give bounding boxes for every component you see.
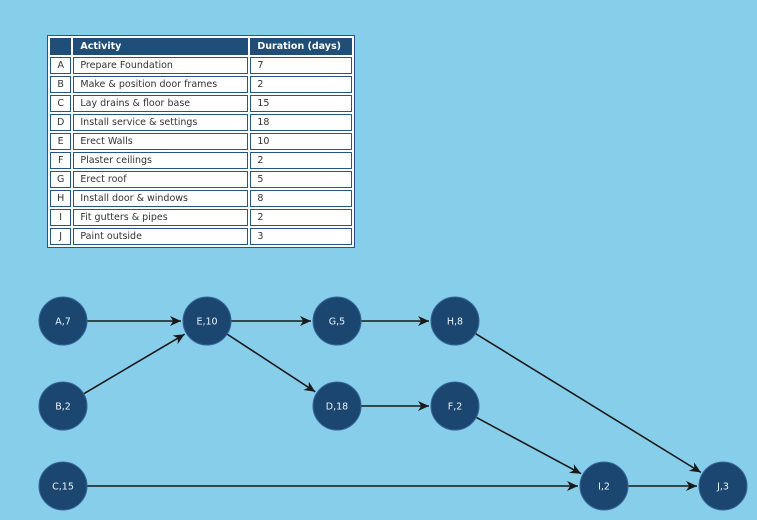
header-row: Activity Duration (days) (50, 38, 353, 55)
row-id: H (50, 190, 72, 207)
node-label-F: F,2 (448, 401, 463, 412)
row-activity: Install service & settings (73, 114, 249, 131)
node-circle-J (698, 461, 748, 511)
row-id: F (50, 152, 72, 169)
node-label-G: G,5 (329, 316, 345, 327)
node-circle-C (38, 461, 88, 511)
header-duration: Duration (days) (250, 38, 353, 55)
node-circle-E (182, 296, 232, 346)
row-duration: 3 (250, 228, 353, 245)
node-circle-F (430, 381, 480, 431)
row-activity: Lay drains & floor base (73, 95, 249, 112)
node-label-B: B,2 (55, 401, 71, 412)
row-duration: 2 (250, 76, 353, 93)
node-label-A: A,7 (55, 316, 71, 327)
network-edge-B-E (83, 333, 186, 395)
row-duration: 8 (250, 190, 353, 207)
nodes-layer: A,7B,2C,15 E,10 G,5 H,8D,18 F,2I,2 J,3 (38, 296, 748, 511)
node-label-J: J,3 (716, 481, 729, 492)
row-activity: Make & position door frames (73, 76, 249, 93)
network-edge-F-I (475, 416, 582, 475)
row-activity: Erect Walls (73, 133, 249, 150)
node-circle-G (312, 296, 362, 346)
row-duration: 5 (250, 171, 353, 188)
row-activity: Fit gutters & pipes (73, 209, 249, 226)
network-edge-E-D (226, 333, 316, 393)
node-label-C: C,15 (52, 481, 74, 492)
row-duration: 18 (250, 114, 353, 131)
row-id: G (50, 171, 72, 188)
row-id: D (50, 114, 72, 131)
header-activity: Activity (73, 38, 249, 55)
row-activity: Plaster ceilings (73, 152, 249, 169)
row-duration: 2 (250, 209, 353, 226)
network-node-B: B,2 (38, 381, 88, 431)
node-circle-B (38, 381, 88, 431)
node-circle-A (38, 296, 88, 346)
row-id: E (50, 133, 72, 150)
row-duration: 2 (250, 152, 353, 169)
network-edge-H-J (475, 332, 702, 474)
row-activity: Erect roof (73, 171, 249, 188)
node-label-E: E,10 (196, 316, 217, 327)
node-label-D: D,18 (326, 401, 348, 412)
node-circle-D (312, 381, 362, 431)
node-label-I: I,2 (598, 481, 610, 492)
row-duration: 7 (250, 57, 353, 74)
network-node-C: C,15 (38, 461, 88, 511)
activity-table-header: Activity Duration (days) (50, 38, 353, 55)
row-id: B (50, 76, 72, 93)
network-node-F: F,2 (430, 381, 480, 431)
network-node-J: J,3 (698, 461, 748, 511)
edges-layer (83, 316, 702, 491)
network-node-D: D,18 (312, 381, 362, 431)
network-node-H: H,8 (430, 296, 480, 346)
node-circle-I (579, 461, 629, 511)
header-id-blank (50, 38, 72, 55)
row-id: J (50, 228, 72, 245)
row-duration: 15 (250, 95, 353, 112)
row-activity: Prepare Foundation (73, 57, 249, 74)
network-node-A: A,7 (38, 296, 88, 346)
row-id: A (50, 57, 72, 74)
row-id: I (50, 209, 72, 226)
row-duration: 10 (250, 133, 353, 150)
row-id: C (50, 95, 72, 112)
node-circle-H (430, 296, 480, 346)
row-activity: Paint outside (73, 228, 249, 245)
node-label-H: H,8 (447, 316, 463, 327)
network-node-E: E,10 (182, 296, 232, 346)
network-node-G: G,5 (312, 296, 362, 346)
row-activity: Install door & windows (73, 190, 249, 207)
network-node-I: I,2 (579, 461, 629, 511)
